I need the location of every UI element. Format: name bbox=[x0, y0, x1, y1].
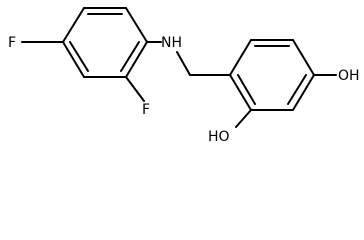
difluorophenyl-ring bbox=[62, 7, 148, 78]
molecule-structure: F F NH OH HO bbox=[8, 7, 360, 145]
fluorine-ortho-label: F bbox=[142, 102, 150, 118]
fluorine-para-label: F bbox=[8, 35, 16, 51]
bond bbox=[62, 7, 85, 43]
bond bbox=[62, 41, 85, 78]
bond bbox=[292, 74, 315, 111]
n-ch2-bond bbox=[176, 51, 191, 76]
bond bbox=[125, 41, 148, 78]
hydroxyl-para-label: OH bbox=[338, 68, 360, 84]
bond bbox=[292, 39, 315, 76]
bond bbox=[229, 39, 252, 76]
amine-label: NH bbox=[161, 35, 182, 51]
double-bond-inner bbox=[120, 41, 140, 72]
c-oh-ortho-bond bbox=[235, 109, 252, 128]
hydroxyl-ortho-label: HO bbox=[208, 129, 230, 145]
double-bond-inner bbox=[287, 74, 307, 105]
bond bbox=[229, 74, 252, 111]
bond bbox=[125, 7, 148, 43]
double-bond-inner bbox=[237, 74, 256, 105]
resorcinol-ring bbox=[229, 39, 315, 111]
structure-canvas: F F NH OH HO bbox=[8, 7, 360, 145]
double-bond-inner bbox=[69, 41, 89, 72]
c-f-ortho-bond bbox=[125, 76, 145, 102]
